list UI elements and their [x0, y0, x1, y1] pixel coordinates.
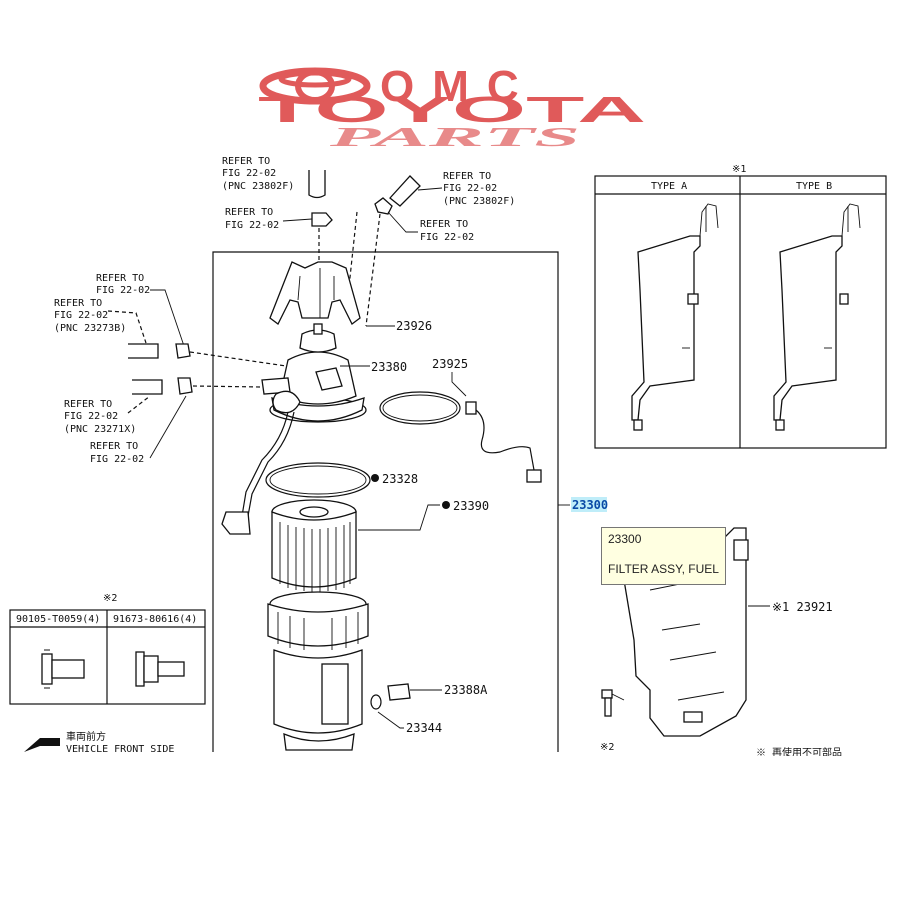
bolt-2-flange [135, 651, 145, 687]
svg-text:REFER TO: REFER TO [64, 399, 112, 410]
part-tooltip: 23300 FILTER ASSY, FUEL [601, 527, 726, 585]
svg-text:FIG 22-02: FIG 22-02 [225, 220, 279, 231]
type-a-bracket [631, 235, 701, 421]
fuel-line [241, 411, 289, 517]
omc-toyota-parts-logo: OMC TOYOTA PARTS [258, 62, 646, 152]
assembly-frame [212, 251, 559, 752]
hose-stub-lower [132, 379, 163, 395]
svg-text:REFER TO: REFER TO [420, 219, 468, 230]
svg-text:REFER TO: REFER TO [222, 156, 270, 167]
ref-label-2: REFER TO FIG 22-02 [225, 207, 279, 231]
svg-text:FIG 22-02: FIG 22-02 [96, 285, 150, 296]
front-arrow-icon [24, 738, 60, 752]
bolt-1-shank [51, 659, 85, 679]
ref-label-3: REFER TO FIG 22-02 (PNC 23802F) [443, 171, 515, 207]
bolt-2-part-number: 91673-80616(4) [113, 614, 197, 625]
part-number-23300-link[interactable]: 23300 [572, 498, 608, 512]
clip-part [311, 212, 333, 227]
bolt-2-head [143, 655, 159, 683]
type-a-header: TYPE A [651, 181, 687, 192]
logo-line-omc: OMC [380, 62, 537, 111]
svg-text:REFER TO: REFER TO [90, 441, 138, 452]
ref-label-1: REFER TO FIG 22-02 (PNC 23802F) [222, 156, 294, 192]
bracket-23926 [269, 261, 361, 325]
part-number-23925: 23925 [432, 357, 468, 371]
clip-part-right [374, 197, 393, 215]
bolt-1-part-number: 90105-T0059(4) [16, 614, 100, 625]
ref-label-7: REFER TO FIG 22-02 (PNC 23271X) [64, 399, 136, 435]
svg-text:REFER TO: REFER TO [225, 207, 273, 218]
svg-text:(PNC 23271X): (PNC 23271X) [64, 424, 136, 435]
hose-stub-upper [128, 343, 159, 359]
svg-text:FIG 22-02: FIG 22-02 [90, 454, 144, 465]
part-number-23380: 23380 [371, 360, 407, 374]
hose-end-23802f [308, 170, 326, 199]
svg-text:(PNC 23802F): (PNC 23802F) [443, 196, 515, 207]
svg-text:REFER TO: REFER TO [443, 171, 491, 182]
vehicle-front-jp: 車両前方 [66, 730, 106, 743]
bolt-2-shank [157, 661, 185, 677]
logo-line-parts: PARTS [327, 122, 580, 152]
part-number-23344: 23344 [406, 721, 442, 735]
logo-line-toyota: TOYOTA [258, 89, 646, 130]
hose-clip-lower [177, 377, 193, 395]
tooltip-part-code: 23300 [608, 532, 642, 546]
vehicle-front-indicator: 車両前方 VEHICLE FRONT SIDE [24, 730, 174, 755]
svg-text:FIG 22-02: FIG 22-02 [443, 183, 497, 194]
o-ring-23344 [370, 694, 382, 710]
svg-text:FIG 22-02: FIG 22-02 [420, 232, 474, 243]
non-reusable-marker [371, 474, 379, 482]
drain-plug-23388a [387, 683, 411, 701]
sensor-wire-23925 [379, 391, 542, 483]
mount-bolt [601, 689, 625, 717]
svg-text:REFER TO: REFER TO [54, 298, 102, 309]
bolt-note-marker: ※2 [600, 742, 614, 753]
o-ring-23328 [265, 462, 371, 498]
type-table: TYPE A TYPE B [594, 175, 887, 449]
filter-element-23390 [271, 499, 357, 592]
svg-text:FIG 22-02: FIG 22-02 [64, 411, 118, 422]
part-number-23926: 23926 [396, 319, 432, 333]
part-number-23390: 23390 [453, 499, 489, 513]
filter-head-23380 [261, 323, 367, 423]
line-bracket [221, 511, 251, 535]
bolt-1-head [41, 653, 53, 685]
ref-label-4: REFER TO FIG 22-02 [420, 219, 474, 243]
vehicle-front-en: VEHICLE FRONT SIDE [66, 744, 174, 755]
svg-text:FIG 22-02: FIG 22-02 [54, 310, 108, 321]
footnote-text: ※ 再使用不可部品 [756, 746, 842, 759]
type-note-marker: ※1 [732, 164, 746, 175]
ref-label-5: REFER TO FIG 22-02 [96, 273, 150, 296]
filter-bowl [267, 591, 369, 751]
svg-text:(PNC 23802F): (PNC 23802F) [222, 181, 294, 192]
hose-clip-upper [175, 343, 191, 359]
bolt-table: 90105-T0059(4) 91673-80616(4) [9, 609, 206, 705]
hose-end-right [389, 175, 421, 207]
part-number-23921: ※1 23921 [772, 600, 833, 614]
part-number-23328: 23328 [382, 472, 418, 486]
tooltip-part-name: FILTER ASSY, FUEL [608, 562, 719, 576]
svg-text:FIG 22-02: FIG 22-02 [222, 168, 276, 179]
bolt-table-note: ※2 [103, 593, 117, 604]
type-b-bracket [773, 235, 843, 421]
ref-label-8: REFER TO FIG 22-02 [90, 441, 144, 465]
svg-text:REFER TO: REFER TO [96, 273, 144, 284]
svg-text:(PNC 23273B): (PNC 23273B) [54, 323, 126, 334]
type-b-header: TYPE B [796, 181, 832, 192]
part-number-23388a: 23388A [444, 683, 488, 697]
ref-label-6: REFER TO FIG 22-02 (PNC 23273B) [54, 298, 126, 334]
